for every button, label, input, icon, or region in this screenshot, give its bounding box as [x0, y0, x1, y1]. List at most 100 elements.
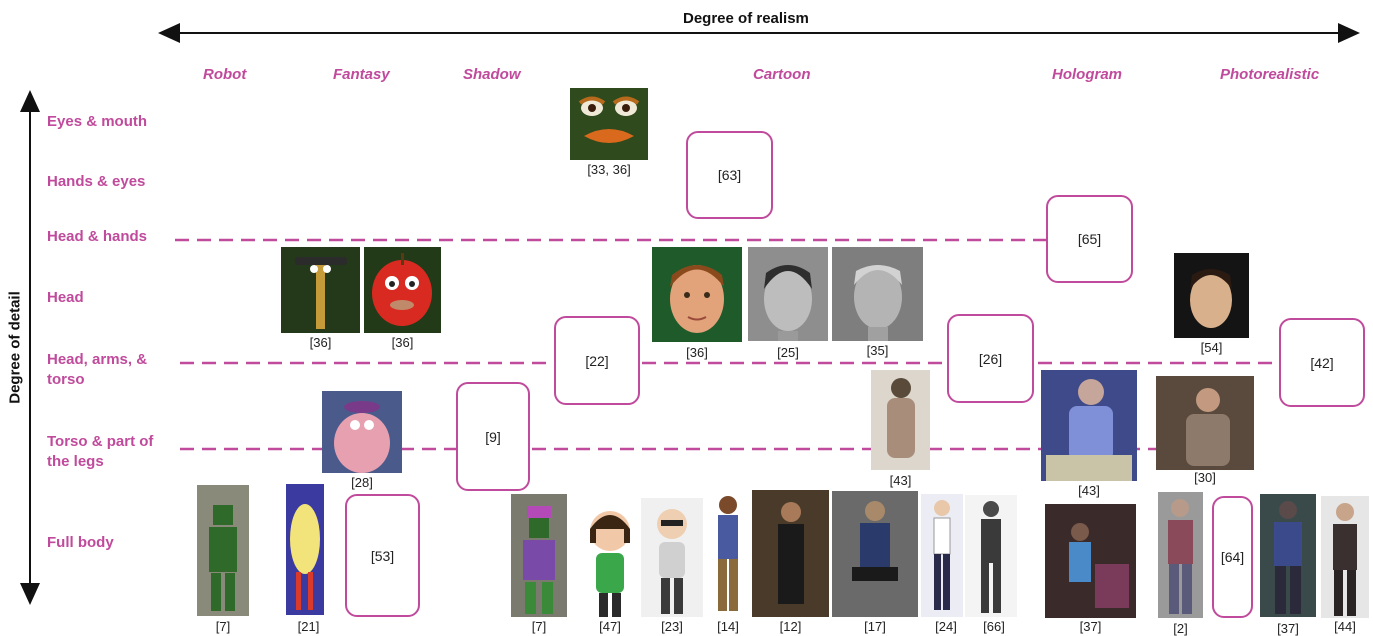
- photoreal-headset-man-image: [1260, 494, 1316, 617]
- citation-label: [36]: [686, 345, 708, 360]
- row-head-hands: Head & hands: [47, 228, 148, 245]
- eyes-mouth-drawing: [578, 96, 640, 143]
- photoreal-suit-man-image: [1321, 496, 1369, 618]
- shadow-figure-drawing: [523, 506, 555, 614]
- cartoon-gray-body-image: [965, 495, 1017, 617]
- citation-label: [36]: [309, 335, 332, 350]
- gray-body-drawing: [981, 501, 1001, 613]
- fantasy-bird-figure-image: [286, 484, 324, 615]
- citation-label: [25]: [777, 345, 799, 360]
- suit-man-drawing: [1333, 503, 1357, 616]
- photoreal-head-image: [1174, 253, 1249, 338]
- row-head: Head: [47, 289, 84, 306]
- robot-figure-image: [197, 485, 249, 616]
- back-figure-drawing: [887, 378, 915, 458]
- citation-label: [21]: [297, 619, 320, 634]
- cartoon-seated-man-image: [832, 491, 918, 617]
- citation-label: [33, 36]: [587, 162, 631, 177]
- ref-box: [65]: [1046, 195, 1133, 283]
- fantasy-pink-creature-image: [322, 391, 402, 473]
- headset-man-drawing: [1274, 501, 1302, 614]
- cartoon-boy-head-image: [652, 247, 742, 342]
- row-full-body: Full body: [47, 534, 114, 551]
- hologram-torso-image: [1041, 370, 1137, 481]
- x-axis-left-arrowhead: [158, 23, 180, 43]
- man-standing-drawing: [718, 496, 738, 611]
- bird-figure-drawing: [290, 504, 320, 610]
- citation-label: [17]: [864, 619, 886, 634]
- hologram-torso-drawing: [1046, 379, 1132, 481]
- citation-label: [23]: [661, 619, 683, 634]
- pencil-head-drawing: [295, 257, 347, 329]
- hologram-child-image: [1045, 504, 1136, 618]
- cartoon-mii-figure-image: [580, 503, 640, 619]
- man-cap-drawing: [1168, 499, 1193, 614]
- shadow-figure-image: [511, 494, 567, 617]
- citation-label: [47]: [599, 619, 621, 634]
- category-hologram: Hologram: [1052, 66, 1123, 83]
- category-shadow: Shadow: [463, 66, 521, 83]
- ref-box: [42]: [1279, 318, 1365, 407]
- girl-sunglasses-drawing: [657, 509, 687, 614]
- category-robot: Robot: [203, 66, 247, 83]
- avatar-eyes-mouth-image: [570, 88, 648, 160]
- mii-figure-drawing: [590, 511, 630, 617]
- photoreal-head-drawing: [1190, 269, 1232, 328]
- citation-label: [37]: [1079, 619, 1102, 634]
- citation-label: [37]: [1277, 621, 1299, 636]
- category-cartoon: Cartoon: [753, 66, 811, 83]
- citation-label: [28]: [351, 475, 373, 490]
- ref-box: [63]: [686, 131, 773, 219]
- row-hands-eyes: Hands & eyes: [47, 173, 146, 190]
- boy-head-drawing: [670, 265, 724, 333]
- citation-label: [43]: [889, 473, 912, 488]
- ref-box: [26]: [947, 314, 1034, 403]
- ref-box: [9]: [456, 382, 530, 491]
- fantasy-pencil-head-image: [281, 247, 360, 333]
- citation-label: [30]: [1194, 470, 1216, 485]
- ref-box: [64]: [1212, 496, 1253, 618]
- row-torso-legs: Torso & part of the legs: [47, 433, 154, 470]
- cartoon-man-standing-image: [705, 491, 751, 615]
- citation-label: [7]: [215, 619, 231, 634]
- x-axis-title: Degree of realism: [683, 10, 809, 27]
- cartoon-dark-figure-image: [752, 490, 829, 617]
- photoreal-torso-drawing: [1186, 388, 1230, 466]
- pink-creature-drawing: [334, 401, 390, 473]
- x-axis-right-arrowhead: [1338, 23, 1360, 43]
- y-axis-bottom-arrowhead: [20, 583, 40, 605]
- citation-label: [12]: [779, 619, 802, 634]
- cartoon-back-figure-image: [871, 370, 930, 470]
- fantasy-apple-head-image: [364, 247, 441, 333]
- row-eyes-mouth: Eyes & mouth: [47, 113, 148, 130]
- seated-man-drawing: [852, 501, 898, 581]
- category-photorealistic: Photorealistic: [1220, 66, 1320, 83]
- ref-box: [22]: [554, 316, 640, 405]
- row-head-arms-torso: Head, arms, & torso: [47, 351, 148, 388]
- citation-label: [43]: [1078, 483, 1100, 498]
- citation-label: [7]: [531, 619, 547, 634]
- citation-label: [35]: [866, 343, 889, 358]
- citation-label: [14]: [717, 619, 739, 634]
- citation-label: [24]: [935, 619, 957, 634]
- dark-figure-drawing: [778, 502, 804, 604]
- citation-label: [2]: [1173, 621, 1188, 636]
- cartoon-woman-standing-image: [921, 494, 963, 617]
- category-fantasy: Fantasy: [333, 66, 390, 83]
- cartoon-girl-sunglasses-image: [641, 498, 703, 617]
- photoreal-torso-image: [1156, 376, 1254, 470]
- citation-label: [66]: [983, 619, 1005, 634]
- y-axis-top-arrowhead: [20, 90, 40, 112]
- citation-label: [54]: [1200, 340, 1223, 355]
- cartoon-gray-man-head-image: [832, 247, 923, 341]
- woman-standing-drawing: [933, 500, 951, 610]
- citation-label: [44]: [1334, 619, 1356, 634]
- apple-head-drawing: [372, 253, 432, 326]
- hologram-child-drawing: [1069, 523, 1129, 608]
- cartoon-gray-head-image: [748, 247, 828, 341]
- robot-figure-drawing: [209, 505, 237, 611]
- gray-man-head-drawing: [854, 265, 902, 341]
- photoreal-man-cap-image: [1158, 492, 1203, 618]
- gray-head-drawing: [764, 265, 812, 341]
